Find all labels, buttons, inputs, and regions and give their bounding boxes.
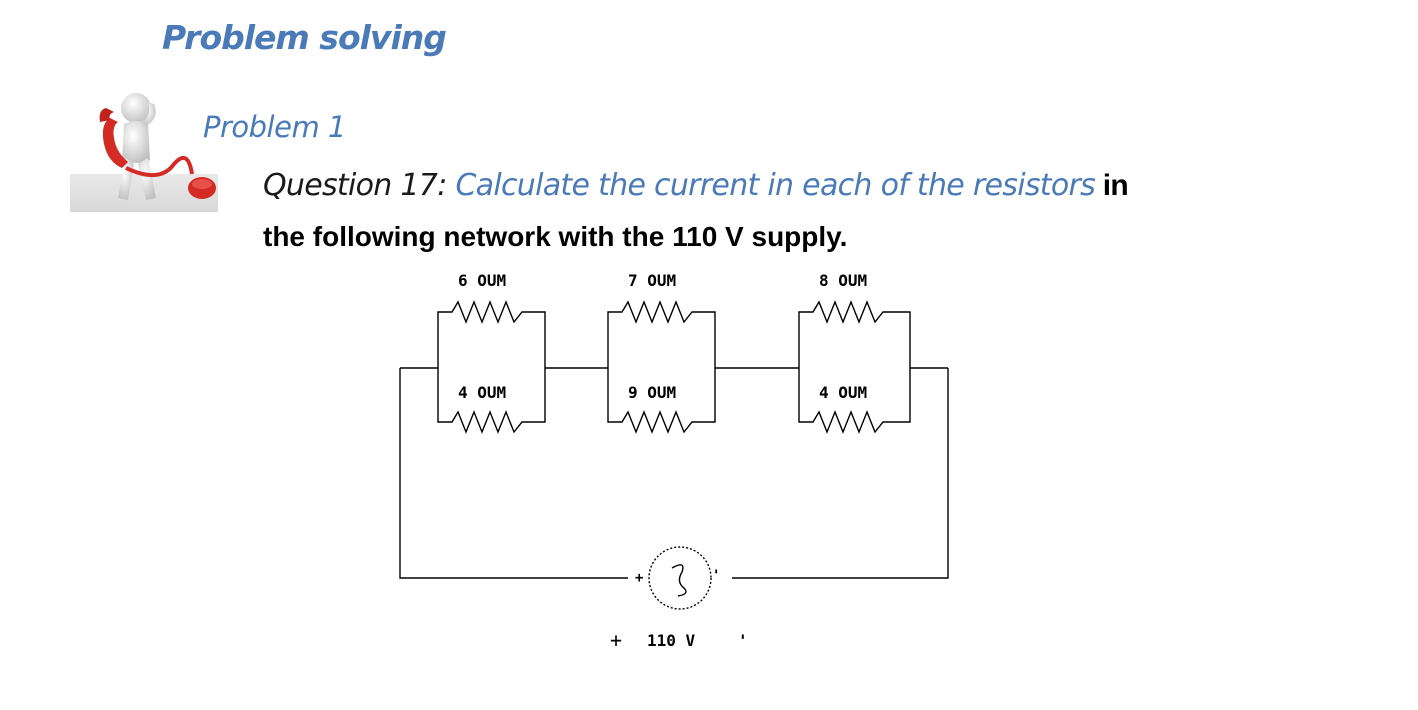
question-tail: in [1095, 169, 1129, 202]
ac-source-icon [648, 546, 712, 610]
circuit-diagram: 6 OUM 7 OUM 8 OUM 4 OUM 9 OUM 4 OUM + ' … [399, 271, 949, 652]
source-plus: + [635, 570, 643, 586]
problem-subtitle: Problem 1 [203, 110, 346, 144]
sine-wave-icon [671, 564, 687, 597]
circuit-wire-left [399, 367, 628, 579]
parallel-group-2 [607, 300, 716, 434]
question-line-2: the following network with the 110 V sup… [263, 221, 848, 252]
circuit-wire-right [732, 367, 949, 579]
voltage-plus: + [610, 628, 622, 652]
person-phone-icon [70, 93, 218, 212]
question-number: Question 17: [263, 168, 456, 203]
resistor-label-bottom-1: 4 OUM [458, 383, 506, 402]
question-highlight: Calculate the current in each of the res… [455, 168, 1096, 203]
page-title: Problem solving [162, 18, 447, 57]
resistor-label-top-2: 7 OUM [628, 271, 676, 290]
voltage-minus: ' [738, 631, 748, 650]
resistor-label-top-1: 6 OUM [458, 271, 506, 290]
parallel-group-3 [798, 300, 911, 434]
source-minus: ' [712, 568, 720, 584]
question-line-1: Question 17: Calculate the current in ea… [263, 168, 1129, 203]
resistor-label-bottom-3: 4 OUM [819, 383, 867, 402]
resistor-label-top-3: 8 OUM [819, 271, 867, 290]
voltage-label: 110 V [647, 631, 696, 650]
parallel-group-1 [437, 300, 546, 434]
resistor-label-bottom-2: 9 OUM [628, 383, 676, 402]
